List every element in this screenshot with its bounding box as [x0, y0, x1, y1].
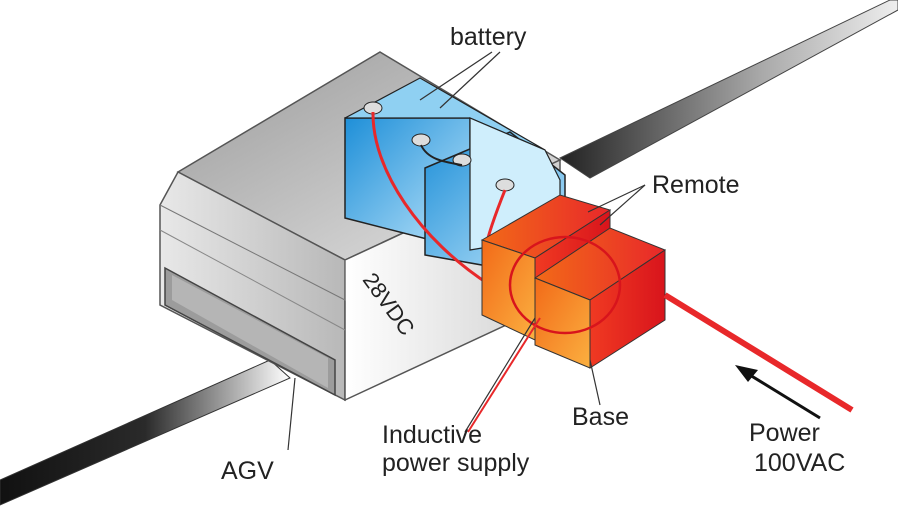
base-label: Base [572, 403, 629, 431]
power-label-line1: Power [749, 419, 820, 447]
inductive-leader [467, 317, 541, 433]
base-unit [533, 227, 667, 369]
inductive-coupling-ring [508, 235, 622, 335]
rail-front [0, 359, 291, 506]
battery-label: battery [450, 23, 527, 51]
power-arrow [744, 370, 821, 420]
dc-wire-positive [371, 111, 491, 287]
agv-label: AGV [221, 457, 274, 485]
rail-back [558, 0, 898, 179]
leader-lines [287, 51, 646, 451]
battery-link [420, 144, 463, 166]
inductive-label-line1: Inductive [382, 421, 483, 449]
remote-label: Remote [652, 171, 740, 199]
power-arrow-head [735, 365, 758, 382]
power-line [663, 292, 854, 413]
inductive-label-line2: power supply [382, 449, 530, 477]
power-label-line2: 100VAC [754, 449, 846, 477]
